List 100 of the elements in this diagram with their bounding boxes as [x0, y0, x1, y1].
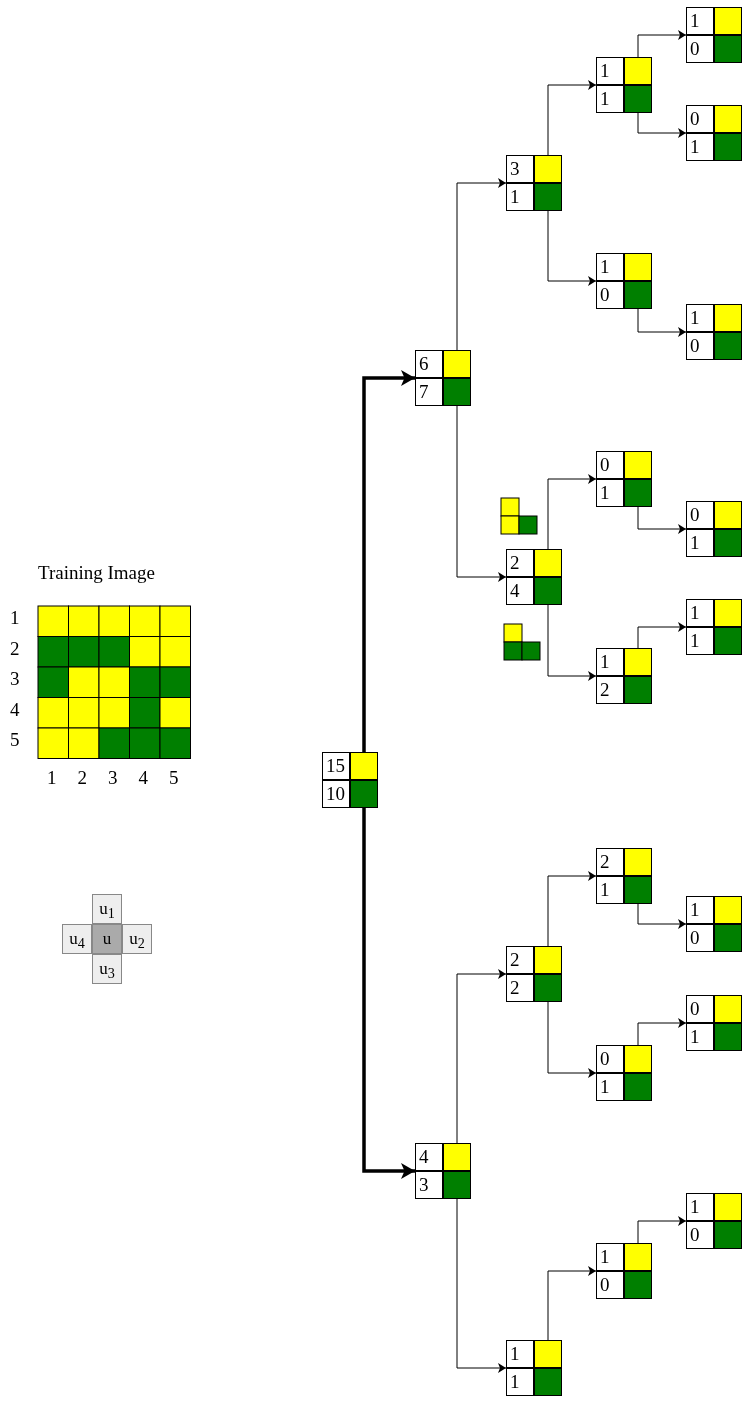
count-table	[596, 1045, 652, 1101]
arrow	[456, 405, 507, 582]
count-label: 1	[596, 1073, 624, 1101]
count-label: 1	[596, 253, 624, 281]
template-cell: u$_{1}$	[92, 894, 122, 924]
count-table	[686, 501, 742, 557]
count-label: 0	[686, 332, 714, 360]
count-table	[596, 451, 652, 507]
count-label: 7	[415, 378, 443, 406]
row-number: 1	[10, 607, 20, 629]
count-label: 3	[415, 1171, 443, 1199]
count-label: 1	[686, 896, 714, 924]
count-table	[415, 1143, 471, 1199]
count-table	[686, 896, 742, 952]
count-table	[506, 549, 562, 605]
count-label: 1	[686, 133, 714, 161]
count-table	[686, 7, 742, 63]
count-label: 0	[596, 281, 624, 309]
count-table	[686, 599, 742, 655]
count-label: 0	[686, 1221, 714, 1249]
count-label: 2	[596, 848, 624, 876]
arrow	[456, 969, 507, 1144]
count-label: 1	[596, 1243, 624, 1271]
count-label: 0	[686, 501, 714, 529]
arrow	[456, 178, 507, 351]
column-number: 1	[47, 767, 57, 789]
arrow	[637, 1216, 687, 1244]
count-label: 1	[506, 183, 534, 211]
column-number: 3	[108, 767, 118, 789]
count-label: 4	[415, 1143, 443, 1171]
count-label: 2	[506, 549, 534, 577]
count-table	[596, 848, 652, 904]
arrow	[637, 30, 687, 58]
arrow	[547, 1266, 597, 1341]
count-label: 1	[686, 627, 714, 655]
template-cell: u	[92, 924, 122, 954]
count-label: 1	[596, 57, 624, 85]
arrow	[547, 474, 597, 550]
arrow	[362, 808, 415, 1179]
count-label: 0	[686, 105, 714, 133]
row-number: 4	[10, 698, 20, 721]
count-table	[322, 752, 378, 808]
count-label: 1	[506, 1368, 534, 1396]
template-cell: u$_{2}$	[122, 924, 152, 954]
count-label: 1	[686, 1023, 714, 1051]
count-label: 0	[686, 995, 714, 1023]
column-number: 4	[138, 767, 148, 789]
count-table	[506, 155, 562, 211]
count-table	[415, 350, 471, 406]
count-table	[686, 1193, 742, 1249]
template-cell: u$_{3}$	[92, 954, 122, 984]
count-label: 1	[596, 876, 624, 904]
arrow	[362, 370, 415, 752]
image-title: Training Image	[38, 562, 155, 584]
arrow	[547, 80, 597, 156]
count-label: 2	[596, 676, 624, 704]
row-number: 2	[10, 637, 20, 660]
arrow	[637, 308, 687, 337]
count-table	[686, 105, 742, 161]
arrow	[637, 506, 687, 534]
count-label: 3	[506, 155, 534, 183]
arrow	[547, 604, 597, 681]
arrow	[456, 1198, 507, 1373]
count-label: 0	[596, 451, 624, 479]
column-number: 5	[169, 767, 179, 789]
count-table	[506, 946, 562, 1002]
row-number: 3	[10, 668, 20, 690]
arrow	[637, 903, 687, 929]
arrow	[637, 112, 687, 138]
count-label: 15	[322, 752, 350, 780]
count-table	[596, 1243, 652, 1299]
count-label: 1	[686, 529, 714, 557]
count-label: 1	[596, 648, 624, 676]
count-label: 0	[596, 1271, 624, 1299]
column-number: 2	[77, 767, 87, 789]
count-label: 1	[686, 1193, 714, 1221]
template-cell: u$_{4}$	[62, 924, 92, 954]
count-table	[596, 57, 652, 113]
count-label: 4	[506, 577, 534, 605]
count-label: 2	[506, 946, 534, 974]
count-label: 0	[596, 1045, 624, 1073]
count-label: 2	[506, 974, 534, 1002]
arrow	[637, 1018, 687, 1046]
count-table	[686, 304, 742, 360]
arrow	[547, 1001, 597, 1078]
arrow	[547, 210, 597, 286]
count-label: 1	[506, 1340, 534, 1368]
count-label: 1	[596, 85, 624, 113]
count-table	[686, 995, 742, 1051]
count-label: 0	[686, 924, 714, 952]
count-label: 0	[686, 35, 714, 63]
count-label: 1	[686, 304, 714, 332]
arrow	[637, 622, 687, 649]
arrow	[547, 871, 597, 947]
count-label: 1	[686, 599, 714, 627]
count-label: 1	[596, 479, 624, 507]
count-label: 6	[415, 350, 443, 378]
count-label: 1	[686, 7, 714, 35]
count-table	[506, 1340, 562, 1396]
count-label: 10	[322, 780, 350, 808]
